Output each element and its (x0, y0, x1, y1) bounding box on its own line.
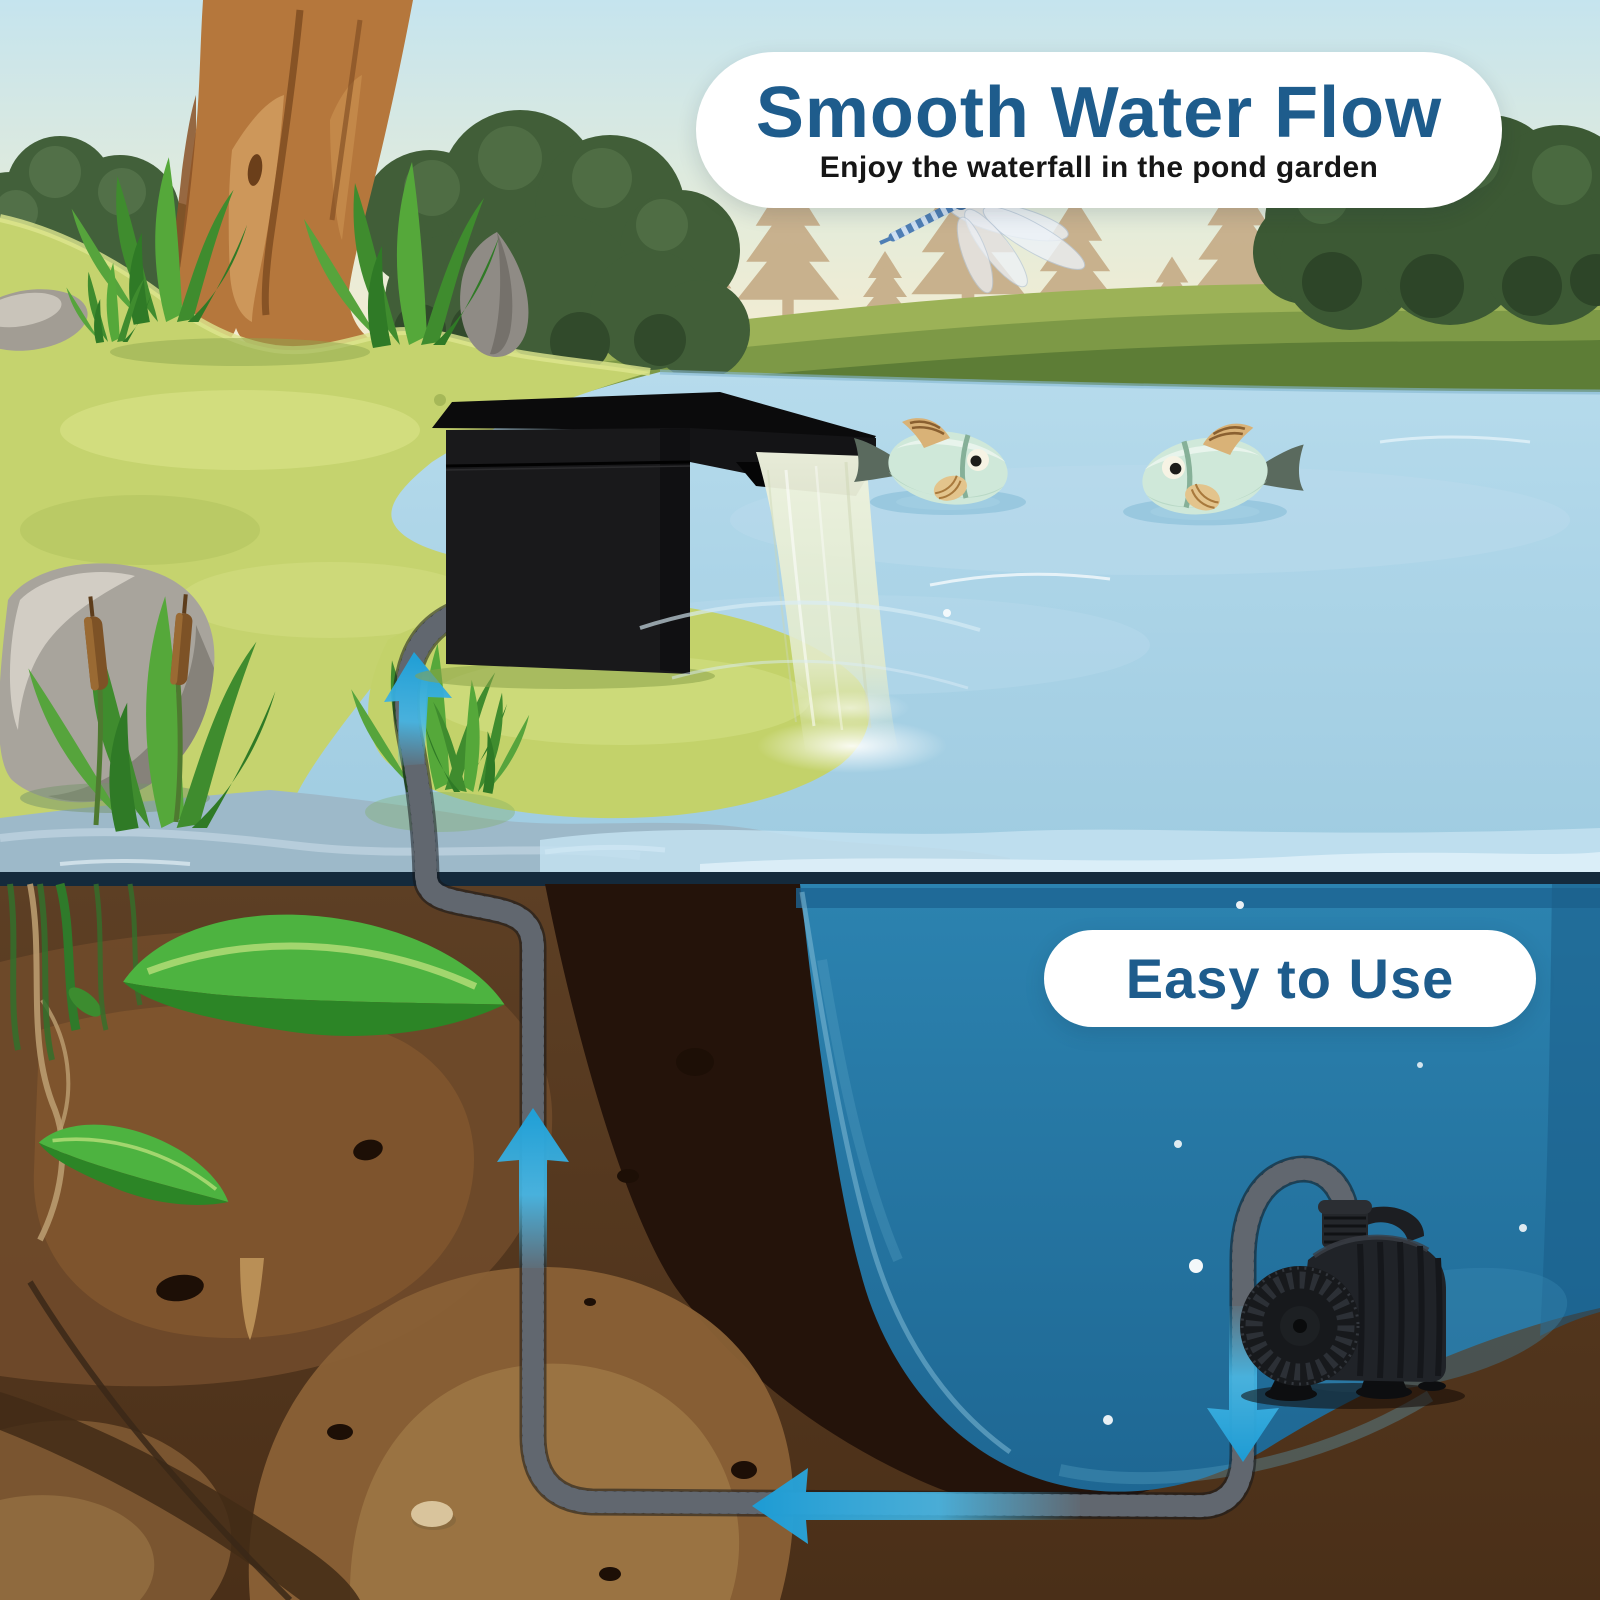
tree-trunk (112, 0, 413, 359)
stone-teardrop (460, 232, 529, 358)
spillway-box (415, 392, 876, 689)
roots (27, 883, 293, 1600)
cattail-head (170, 594, 193, 686)
pump-ribs (1357, 1241, 1443, 1379)
easy-to-use-label: Easy to Use (1125, 946, 1455, 1010)
soil-holes (156, 1048, 1530, 1581)
flow-arrow-up-left-pipe (497, 1108, 569, 1268)
cattails (28, 594, 276, 832)
headline-banner: Smooth Water Flow Enjoy the waterfall in… (696, 52, 1502, 208)
rock-small (0, 289, 88, 351)
dragonfly-icon (879, 194, 1086, 294)
flow-arrow-down-pump-pipe (1207, 1306, 1279, 1462)
headline-subtitle: Enjoy the waterfall in the pond garden (819, 151, 1379, 184)
cattail-head (83, 596, 109, 691)
flow-arrow-left-bottom-pipe (752, 1468, 1080, 1544)
pump-intake-grille (1240, 1266, 1360, 1386)
pond-pump (1240, 1200, 1465, 1409)
headline-title: Smooth Water Flow (755, 73, 1443, 153)
grass-tufts (66, 157, 530, 832)
waterfall (639, 452, 981, 773)
easy-to-use-badge: Easy to Use (1044, 930, 1536, 1027)
underground-plants (7, 882, 510, 1226)
